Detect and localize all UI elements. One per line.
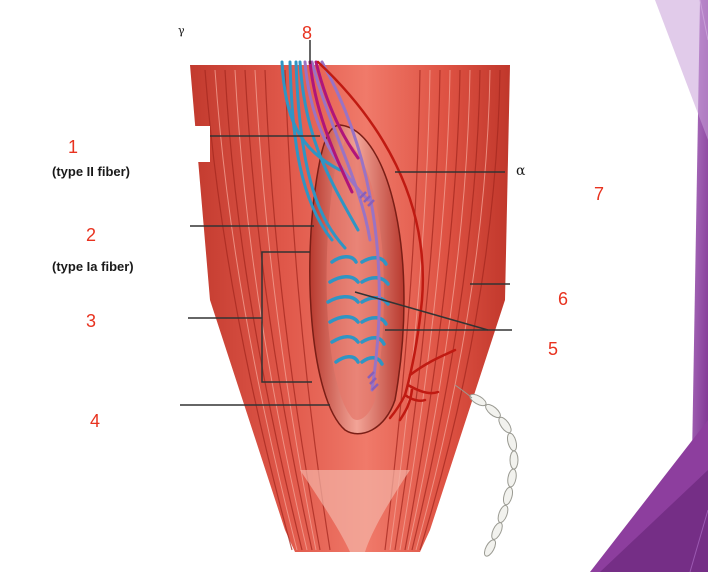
nerve-chain-link <box>454 384 473 399</box>
motor-nerves <box>308 60 360 194</box>
number-2: 2 <box>86 225 97 245</box>
gamma-nerves <box>303 60 381 392</box>
number-3: 3 <box>86 311 97 331</box>
nerve-chain <box>469 393 519 557</box>
number-8: 8 <box>302 23 313 43</box>
number-7: 7 <box>594 184 605 204</box>
sensory-nerves <box>280 60 360 250</box>
type-ii-fiber-label: (type II fiber) <box>52 164 131 179</box>
primary-sensory-endings <box>326 255 390 366</box>
number-1: 1 <box>68 137 79 157</box>
number-5: 5 <box>548 339 559 359</box>
gamma-endings <box>359 191 379 391</box>
leader-lines <box>180 40 512 406</box>
label-masks <box>48 20 604 328</box>
number-4: 4 <box>90 411 101 431</box>
alpha-label: α <box>516 163 526 179</box>
slide-decoration <box>590 0 708 572</box>
type-ia-fiber-label: (type Ia fiber) <box>52 259 134 274</box>
number-6: 6 <box>558 289 569 309</box>
alpha-motor-nerve <box>316 60 457 422</box>
gamma-label: γ <box>178 24 185 37</box>
